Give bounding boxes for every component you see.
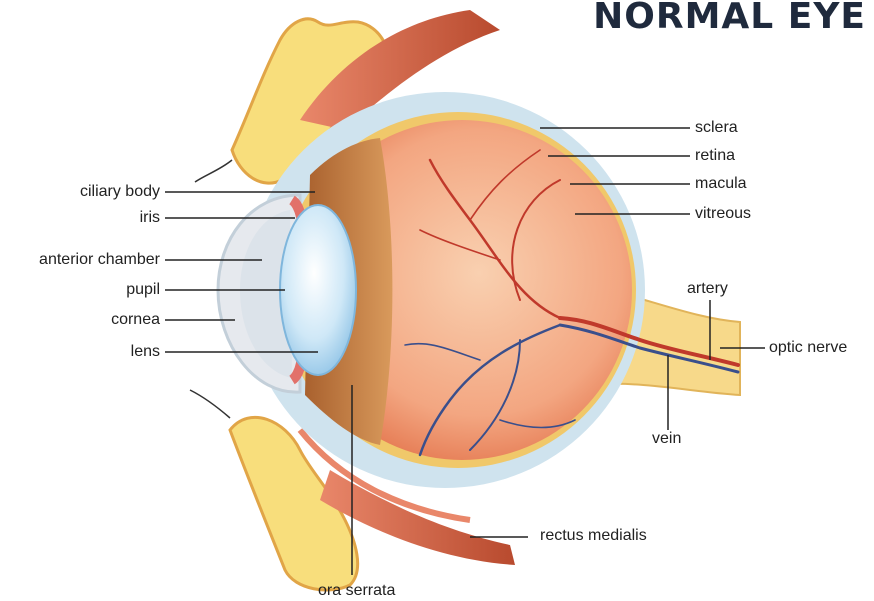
label-pupil: pupil: [126, 281, 160, 299]
label-sclera: sclera: [695, 119, 738, 137]
label-retina: retina: [695, 147, 735, 165]
label-optic-nerve: optic nerve: [769, 339, 847, 357]
upper-lashes: [195, 160, 232, 182]
lens: [280, 205, 356, 375]
label-ora-serrata: ora serrata: [318, 582, 395, 600]
label-cornea: cornea: [111, 311, 160, 329]
label-ciliary-body: ciliary body: [80, 183, 160, 201]
page-title: NORMAL EYE: [593, 0, 866, 37]
label-vein: vein: [652, 430, 681, 448]
label-anterior-chamber: anterior chamber: [39, 251, 160, 269]
label-rectus-medialis: rectus medialis: [540, 527, 647, 545]
label-artery: artery: [687, 280, 728, 298]
label-macula: macula: [695, 175, 747, 193]
label-vitreous: vitreous: [695, 205, 751, 223]
label-iris: iris: [140, 209, 160, 227]
lower-lashes: [190, 390, 230, 418]
label-lens: lens: [131, 343, 160, 361]
